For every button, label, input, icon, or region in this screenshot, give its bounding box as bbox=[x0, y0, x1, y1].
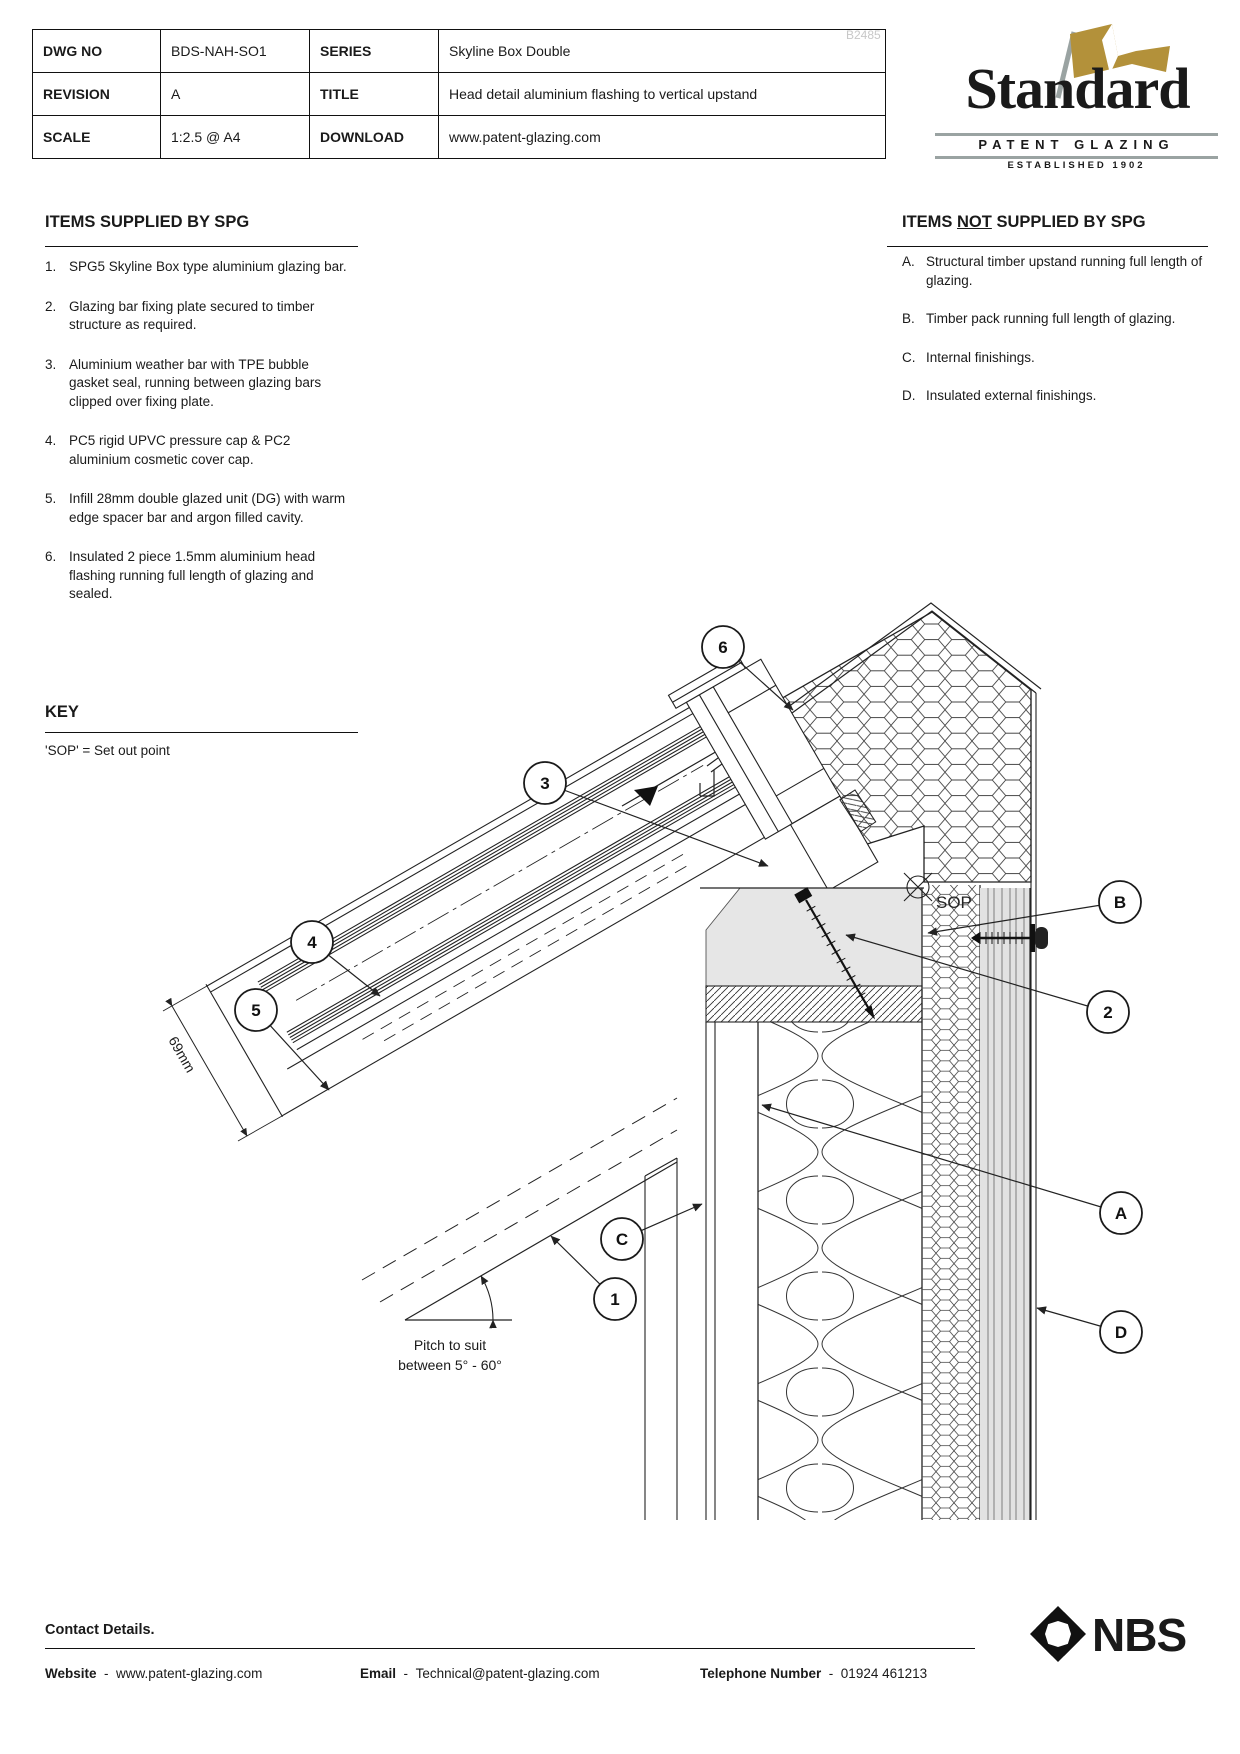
key-entry: 'SOP' = Set out point bbox=[45, 743, 170, 758]
dim-text: 69mm bbox=[165, 1034, 198, 1076]
callout-balloon: D bbox=[1099, 1310, 1143, 1354]
logo-subtitle: PATENT GLAZING bbox=[978, 137, 1175, 152]
logo-rule-bottom bbox=[935, 156, 1218, 159]
fixing-screw-horizontal bbox=[971, 924, 1048, 952]
sop-marker bbox=[903, 872, 933, 902]
logo-name: Standard bbox=[965, 56, 1190, 121]
callout-balloon: 1 bbox=[593, 1277, 637, 1321]
title-value: Head detail aluminium flashing to vertic… bbox=[438, 72, 886, 116]
not-supplied-rule bbox=[887, 246, 1208, 247]
series-label: SERIES bbox=[309, 29, 439, 73]
callout-balloon: 4 bbox=[290, 920, 334, 964]
svg-text:B: B bbox=[1114, 893, 1126, 912]
not-supplied-heading: ITEMS NOT SUPPLIED BY SPG bbox=[902, 213, 1146, 231]
list-item: 6.Insulated 2 piece 1.5mm aluminium head… bbox=[45, 549, 316, 601]
footer-email: Email - Technical@patent-glazing.com bbox=[360, 1666, 600, 1681]
title-label: TITLE bbox=[309, 72, 439, 116]
callout-balloon: 2 bbox=[1086, 990, 1130, 1034]
glazing-bar-assembly bbox=[205, 654, 879, 1118]
svg-text:A: A bbox=[1115, 1204, 1127, 1223]
timber-pack bbox=[705, 887, 923, 987]
website-value: www.patent-glazing.com bbox=[116, 1666, 263, 1681]
footer-phone: Telephone Number - 01924 461213 bbox=[700, 1666, 928, 1681]
list-item: A.Structural timber upstand running full… bbox=[902, 254, 1203, 288]
internal-finish-lines bbox=[644, 1022, 716, 1520]
phone-value: 01924 461213 bbox=[840, 1666, 928, 1681]
revision-value: A bbox=[160, 72, 310, 116]
callout-balloon: 5 bbox=[234, 988, 278, 1032]
svg-text:5: 5 bbox=[251, 1001, 260, 1020]
svg-text:D: D bbox=[1115, 1323, 1127, 1342]
nbs-logo-text: NBS bbox=[1092, 1609, 1187, 1661]
svg-text:4: 4 bbox=[307, 933, 317, 952]
email-value: Technical@patent-glazing.com bbox=[415, 1666, 600, 1681]
watermark: B2485 bbox=[846, 28, 881, 42]
callout-balloon: A bbox=[1099, 1191, 1143, 1235]
list-item: D.Insulated external finishings. bbox=[902, 388, 1097, 403]
insulation-strip bbox=[922, 885, 980, 1520]
dwg-no-label: DWG NO bbox=[32, 29, 161, 73]
footer-website: Website - www.patent-glazing.com bbox=[45, 1666, 263, 1681]
gasket-seal bbox=[634, 786, 658, 806]
key-rule bbox=[45, 732, 358, 733]
pitch-lines bbox=[361, 1097, 678, 1321]
title-block: DWG NO BDS-NAH-SO1 SERIES Skyline Box Do… bbox=[32, 29, 886, 159]
not-supplied-list: A.Structural timber upstand running full… bbox=[902, 253, 1222, 426]
supplied-list: 1.SPG5 Skyline Box type aluminium glazin… bbox=[45, 258, 355, 625]
logo-rule-top bbox=[935, 133, 1218, 136]
key-heading: KEY bbox=[45, 703, 79, 721]
external-boards bbox=[980, 690, 1037, 1520]
callout-balloon: 6 bbox=[701, 625, 745, 669]
callout-balloons: 6 3 4 5 B 2 A D C 1 bbox=[234, 625, 1143, 1354]
svg-text:6: 6 bbox=[718, 638, 727, 657]
scale-value: 1:2.5 @ A4 bbox=[160, 115, 310, 159]
contact-heading: Contact Details. bbox=[45, 1622, 155, 1638]
download-label: DOWNLOAD bbox=[309, 115, 439, 159]
footer-rule bbox=[45, 1648, 975, 1649]
technical-drawing: SOP Pitch to suit between 5° - 60° 69mm bbox=[162, 602, 1143, 1520]
svg-text:1: 1 bbox=[610, 1290, 619, 1309]
download-value: www.patent-glazing.com bbox=[438, 115, 886, 159]
sop-label: SOP bbox=[936, 893, 972, 912]
pitch-text-1: Pitch to suit bbox=[414, 1337, 486, 1353]
logo-established: ESTABLISHED 1902 bbox=[1007, 160, 1146, 171]
svg-text:3: 3 bbox=[540, 774, 549, 793]
supplied-rule bbox=[45, 246, 358, 247]
callout-balloon: C bbox=[600, 1217, 644, 1261]
revision-label: REVISION bbox=[32, 72, 161, 116]
pitch-annotation: Pitch to suit between 5° - 60° bbox=[398, 1275, 512, 1373]
list-item: 2.Glazing bar fixing plate secured to ti… bbox=[45, 298, 315, 333]
fixing-screw-diagonal bbox=[794, 887, 875, 1020]
setting-block bbox=[839, 789, 877, 833]
list-item: 1.SPG5 Skyline Box type aluminium glazin… bbox=[45, 259, 347, 274]
callout-balloon: 3 bbox=[523, 761, 567, 805]
list-item: 4.PC5 rigid UPVC pressure cap & PC2 alum… bbox=[45, 433, 291, 467]
pitch-text-2: between 5° - 60° bbox=[398, 1357, 502, 1373]
list-item: B.Timber pack running full length of gla… bbox=[902, 311, 1176, 326]
svg-text:C: C bbox=[616, 1230, 628, 1249]
series-value: Skyline Box Double bbox=[438, 29, 886, 73]
list-item: C.Internal finishings. bbox=[902, 349, 1035, 365]
nbs-icon bbox=[1030, 1606, 1086, 1662]
list-item: 3.Aluminium weather bar with TPE bubble … bbox=[45, 356, 322, 409]
callout-balloon: B bbox=[1098, 880, 1142, 924]
svg-text:2: 2 bbox=[1103, 1003, 1112, 1022]
dwg-no-value: BDS-NAH-SO1 bbox=[160, 29, 310, 73]
upstand-insulation bbox=[758, 1022, 922, 1520]
timber-plate bbox=[705, 985, 923, 1023]
list-item: 5.Infill 28mm double glazed unit (DG) wi… bbox=[45, 491, 346, 525]
supplied-heading: ITEMS SUPPLIED BY SPG bbox=[45, 213, 250, 231]
scale-label: SCALE bbox=[32, 115, 161, 159]
flag-icon bbox=[1055, 24, 1170, 99]
